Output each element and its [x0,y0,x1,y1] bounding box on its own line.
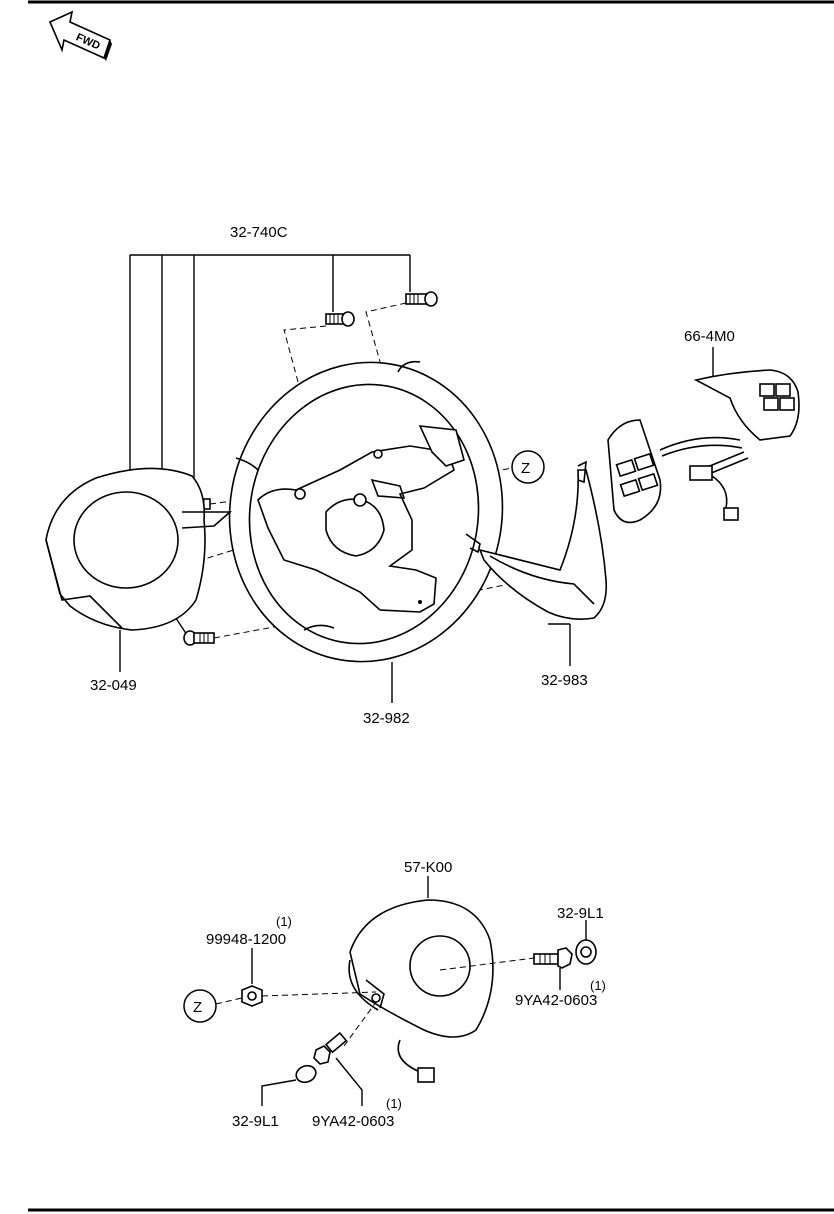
bolt-icon [533,947,573,969]
nut-qty: (1) [276,914,292,929]
steering-switch-assembly [607,369,800,524]
svg-text:Z: Z [521,460,530,477]
bolt-left-label: 9YA42-0603 [312,1113,394,1130]
alignment-line [439,957,535,971]
screw-label: 32-740C [230,224,288,241]
cap-icon [295,1064,317,1084]
airbag-label: 57-K00 [404,859,452,876]
reference-marker-z: Z [511,450,545,484]
screw-icon [183,630,215,646]
trim-label: 32-983 [541,672,588,689]
alignment-line [215,997,243,1005]
nut-label: 99948-1200 [206,931,286,948]
alignment-line [343,1001,377,1047]
cap-icon [575,939,597,965]
bolt-left-qty: (1) [386,1096,402,1111]
bolt-icon [313,1031,348,1065]
screw-icon [405,291,438,307]
airbag-module [348,899,494,1083]
cap-right-label: 32-9L1 [557,905,604,922]
nut-icon [241,985,263,1007]
reference-marker-z: Z [183,989,217,1023]
bolt-leader [335,1057,363,1106]
cap-left-label: 32-9L1 [232,1113,279,1130]
svg-text:Z: Z [193,999,202,1016]
lower-trim [465,460,608,620]
screw-icon [325,311,355,327]
steering-wheel [228,360,504,663]
alignment-line [261,991,377,997]
cover-label: 32-049 [90,677,137,694]
fwd-arrow-icon: FWD [48,10,112,61]
bolt-right-qty: (1) [590,978,606,993]
bolt-right-label: 9YA42-0603 [515,992,597,1009]
switch-label: 66-4M0 [684,328,735,345]
cap-leader [261,1079,297,1106]
wheel-label: 32-982 [363,710,410,727]
horn-cover [45,467,233,631]
